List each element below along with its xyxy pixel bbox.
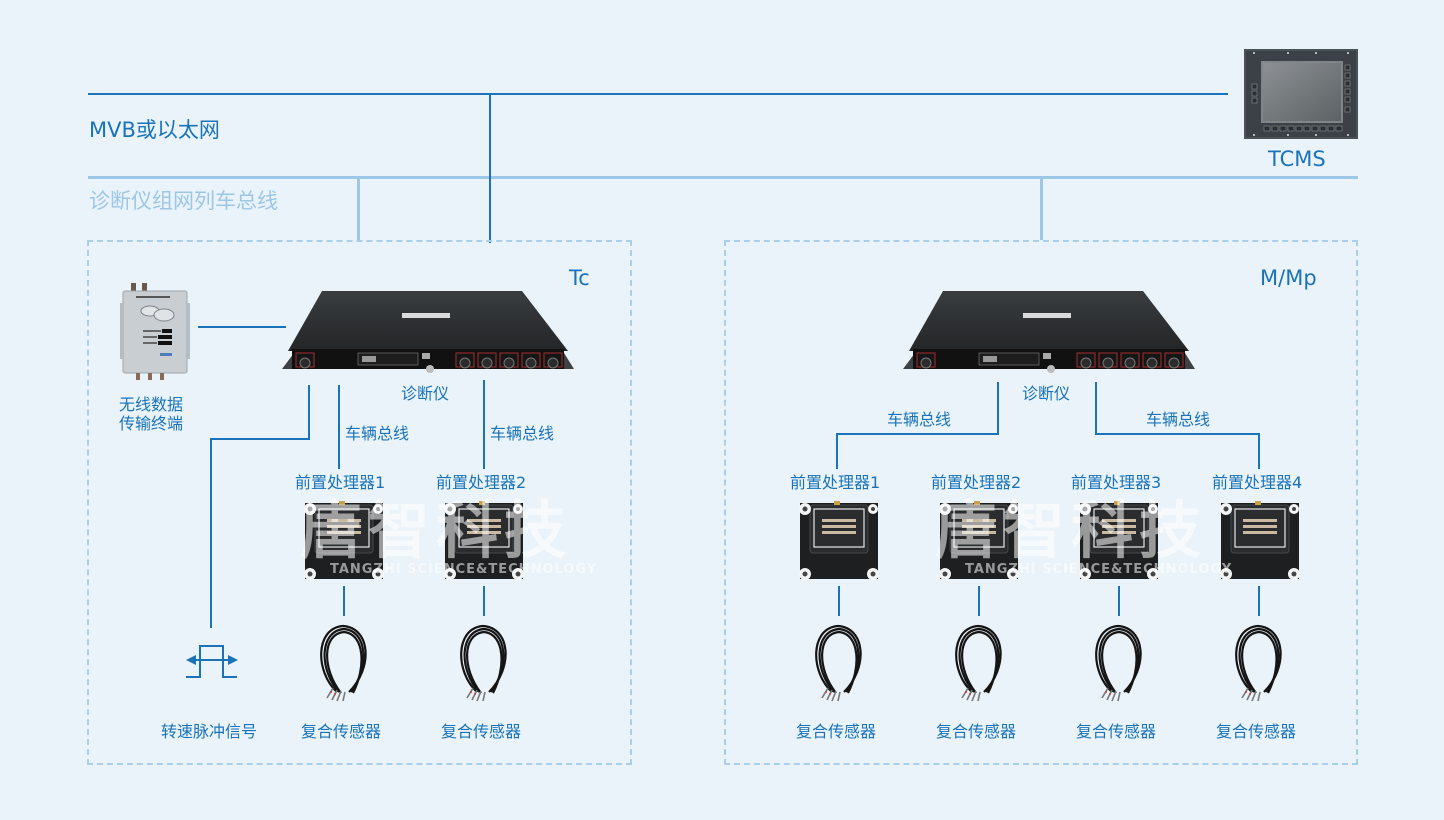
processor-icon — [1220, 501, 1300, 580]
mmp-diagnostic-label: 诊断仪 — [1022, 384, 1071, 403]
tc-pulse-link-v2 — [210, 438, 212, 628]
mmp-processor-label-4: 前置处理器4 — [1212, 473, 1303, 492]
mmp-proc-sensor-link-1 — [838, 586, 840, 616]
mmp-processor-4 — [1217, 501, 1303, 587]
wireless-terminal-label-line1: 无线数据 — [119, 395, 184, 414]
composite-sensor-icon — [1235, 624, 1282, 702]
mmp-vehicle-bus-label-2: 车辆总线 — [1146, 410, 1211, 429]
tc-bus-link-2 — [483, 380, 485, 469]
mmp-sensor-label-4: 复合传感器 — [1216, 722, 1297, 741]
tc-sensor-1 — [313, 622, 375, 706]
composite-sensor-icon — [815, 624, 862, 702]
mmp-processor-label-1: 前置处理器1 — [790, 473, 881, 492]
mmp-processor-label-3: 前置处理器3 — [1071, 473, 1162, 492]
mmp-bus-right-h — [1095, 433, 1260, 435]
composite-sensor-icon — [460, 624, 507, 702]
tc-vehicle-bus-label-2: 车辆总线 — [490, 424, 555, 443]
tc-sensor-label-2: 复合传感器 — [441, 722, 522, 741]
mmp-processor-2 — [936, 501, 1022, 587]
train-bus-label: 诊断仪组网列车总线 — [89, 189, 278, 213]
tc-diagnostic-label: 诊断仪 — [401, 384, 450, 403]
mmp-sensor-2 — [948, 622, 1010, 706]
mvb-to-tc-link — [489, 93, 491, 243]
tc-group-title: Tc — [569, 266, 590, 290]
mvb-bus-line — [88, 93, 1228, 95]
diagnostic-unit-icon — [282, 291, 574, 373]
mmp-proc-sensor-link-2 — [978, 586, 980, 616]
mmp-proc-sensor-link-4 — [1258, 586, 1260, 616]
processor-icon — [1079, 501, 1159, 580]
mmp-bus-left-down — [836, 433, 838, 469]
mmp-sensor-label-2: 复合传感器 — [936, 722, 1017, 741]
tcms-device — [1244, 49, 1358, 139]
tc-pulse-link-h — [210, 438, 310, 440]
mmp-processor-3 — [1076, 501, 1162, 587]
mmp-bus-right-down — [1258, 433, 1260, 469]
processor-icon — [939, 501, 1019, 580]
wireless-terminal-icon — [120, 283, 190, 380]
tc-car-group — [87, 240, 632, 765]
tc-processor-label-1: 前置处理器1 — [295, 473, 386, 492]
mmp-sensor-1 — [808, 622, 870, 706]
mvb-bus-label: MVB或以太网 — [89, 118, 220, 142]
mmp-processor-label-2: 前置处理器2 — [931, 473, 1022, 492]
mmp-car-group — [724, 240, 1358, 765]
tc-diagnostic-device — [282, 291, 574, 377]
composite-sensor-icon — [1095, 624, 1142, 702]
tc-proc-sensor-link-2 — [483, 586, 485, 616]
processor-icon — [304, 501, 384, 580]
mmp-proc-sensor-link-3 — [1118, 586, 1120, 616]
train-bus-line — [88, 176, 1358, 179]
tc-processor-label-2: 前置处理器2 — [436, 473, 527, 492]
pulse-signal-icon — [184, 642, 240, 680]
trainbus-to-tc-link — [357, 178, 360, 240]
composite-sensor-icon — [955, 624, 1002, 702]
composite-sensor-icon — [320, 624, 367, 702]
tc-bus-link-1 — [338, 385, 340, 469]
wireless-terminal-label-line2: 传输终端 — [119, 414, 184, 433]
wireless-terminal-device — [120, 283, 190, 381]
mmp-bus-left-h — [836, 433, 999, 435]
processor-icon — [444, 501, 524, 580]
wireless-to-diag-link — [198, 326, 286, 328]
diagnostic-unit-icon — [903, 291, 1195, 373]
mmp-sensor-3 — [1088, 622, 1150, 706]
tc-vehicle-bus-label-1: 车辆总线 — [345, 424, 410, 443]
tcms-display-icon — [1244, 49, 1358, 139]
mmp-processor-1 — [796, 501, 882, 587]
mmp-sensor-4 — [1228, 622, 1290, 706]
tcms-label: TCMS — [1268, 147, 1326, 171]
tc-sensor-2 — [453, 622, 515, 706]
mmp-sensor-label-3: 复合传感器 — [1076, 722, 1157, 741]
tc-sensor-label-1: 复合传感器 — [301, 722, 382, 741]
tc-processor-1 — [301, 501, 387, 587]
processor-icon — [799, 501, 879, 580]
mmp-diagnostic-device — [903, 291, 1195, 377]
mmp-bus-right-v — [1095, 382, 1097, 435]
mmp-group-title: M/Mp — [1260, 266, 1317, 290]
mmp-bus-left-v — [997, 382, 999, 435]
tc-processor-2 — [441, 501, 527, 587]
tc-pulse-link-v1 — [308, 385, 310, 440]
trainbus-to-mmp-link — [1040, 178, 1043, 240]
mmp-vehicle-bus-label-1: 车辆总线 — [887, 410, 952, 429]
tc-proc-sensor-link-1 — [343, 586, 345, 616]
mmp-sensor-label-1: 复合传感器 — [796, 722, 877, 741]
pulse-signal-label: 转速脉冲信号 — [161, 722, 258, 741]
